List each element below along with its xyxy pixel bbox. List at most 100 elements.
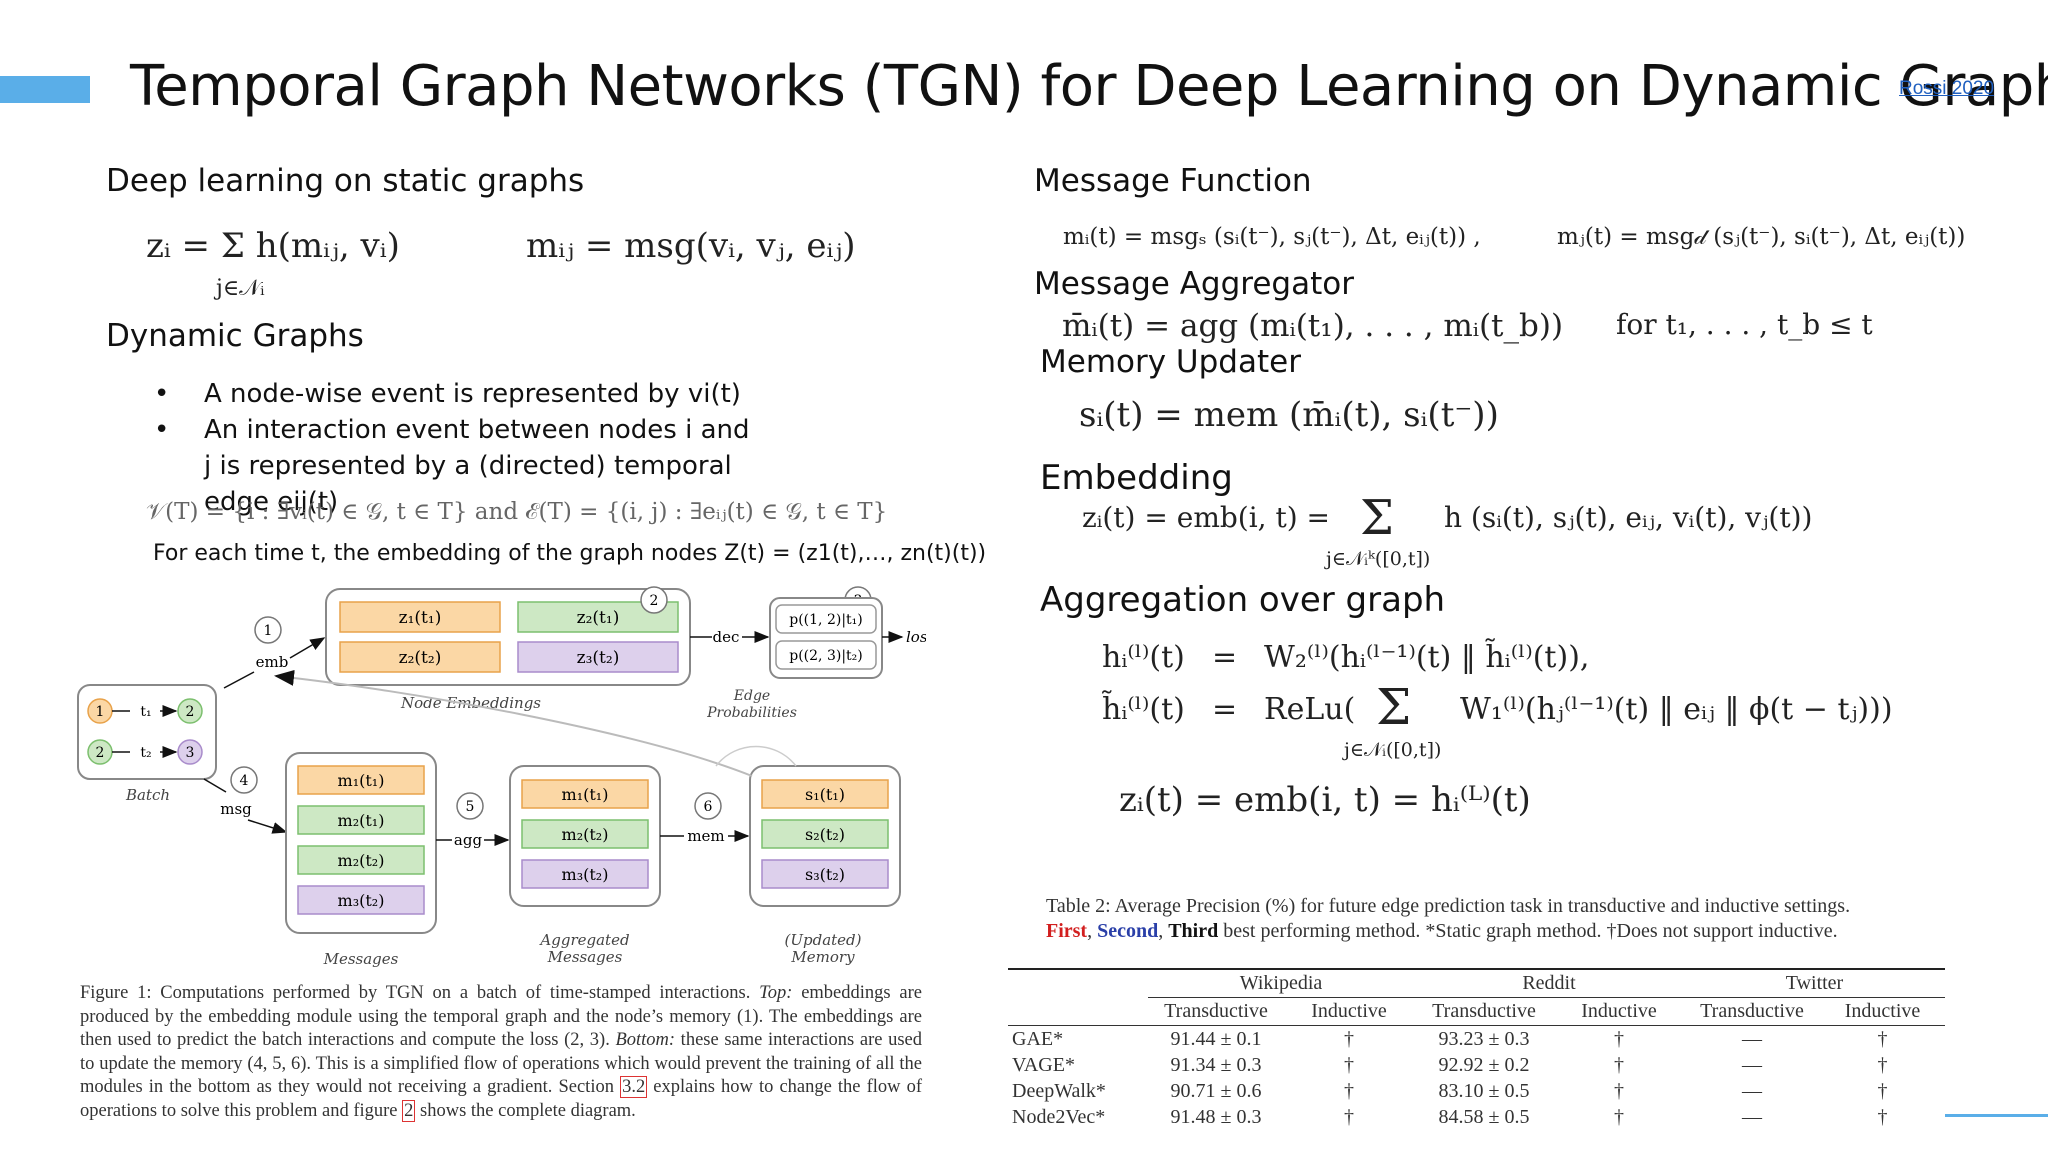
value-cell: — bbox=[1742, 1053, 1762, 1076]
table-row: VAGE*91.34 ± 0.3†92.92 ± 0.2†—† bbox=[1008, 1052, 1945, 1078]
embedding-label: z₂(t₁) bbox=[577, 608, 620, 628]
memory-updater-heading: Memory Updater bbox=[1040, 344, 1301, 380]
second-legend: Second bbox=[1097, 920, 1159, 942]
aggregated-label: m₁(t₁) bbox=[562, 785, 609, 804]
embedding-label: z₃(t₂) bbox=[577, 648, 620, 668]
value-cell: † bbox=[1877, 1105, 1888, 1128]
message-label: m₂(t₂) bbox=[338, 851, 385, 870]
static-equation-node: zᵢ = Σ h(mᵢⱼ, vᵢ) bbox=[146, 226, 400, 266]
value-cell: † bbox=[1877, 1053, 1888, 1076]
method-cell: GAE* bbox=[1012, 1027, 1064, 1050]
loss-label: loss bbox=[906, 628, 926, 646]
group-header: Wikipedia bbox=[1148, 968, 1414, 998]
figure-ref-link[interactable]: 2 bbox=[402, 1099, 416, 1122]
embedding-cell bbox=[339, 641, 501, 673]
section-ref-link[interactable]: 3.2 bbox=[620, 1076, 648, 1098]
svg-text:1: 1 bbox=[264, 623, 273, 639]
batch-edge-label: t₂ bbox=[140, 745, 151, 761]
svg-text:2: 2 bbox=[186, 704, 195, 720]
temporal-sets-equation: 𝒱(T) = {i : ∃vᵢ(t) ∈ 𝒢, t ∈ T} and ℰ(T) … bbox=[146, 499, 888, 525]
message-equation-destination: mⱼ(t) = msg𝒹 (sⱼ(t⁻), sᵢ(t⁻), Δt, eᵢⱼ(t)… bbox=[1557, 224, 1966, 250]
gat-equation-2-rhs: W₁⁽ˡ⁾(hⱼ⁽ˡ⁻¹⁾(t) ‖ eᵢⱼ ‖ ϕ(t − tⱼ))) bbox=[1460, 692, 1893, 727]
memory-label: s₃(t₂) bbox=[805, 865, 845, 884]
svg-text:2: 2 bbox=[650, 593, 659, 609]
caption-bottom-text: these same interactions are used to upda… bbox=[80, 1030, 922, 1097]
aggregator-condition: for t₁, . . . , t_b ≤ t bbox=[1616, 308, 1873, 341]
table-row: DeepWalk*90.71 ± 0.6†83.10 ± 0.5†—† bbox=[1008, 1078, 1945, 1104]
table-row: Node2Vec*91.48 ± 0.3†84.58 ± 0.5†—† bbox=[1008, 1104, 1945, 1130]
message-label: m₃(t₂) bbox=[338, 891, 385, 910]
svg-text:4: 4 bbox=[240, 773, 249, 789]
batch-node: 1 bbox=[87, 698, 113, 724]
static-equation-message: mᵢⱼ = msg(vᵢ, vⱼ, eᵢⱼ) bbox=[526, 226, 856, 266]
citation-link[interactable]: Rossi 2020 bbox=[1899, 78, 1995, 99]
aggregator-equation: m̄ᵢ(t) = agg (mᵢ(t₁), . . . , mᵢ(t_b)) bbox=[1062, 308, 1564, 344]
mem-label: mem bbox=[687, 827, 724, 845]
value-cell: 91.44 ± 0.1 bbox=[1170, 1027, 1262, 1050]
message-label: m₁(t₁) bbox=[338, 771, 385, 790]
final-embedding-equation: zᵢ(t) = emb(i, t) = hᵢ⁽ᴸ⁾(t) bbox=[1119, 780, 1531, 820]
value-cell: † bbox=[1877, 1027, 1888, 1050]
value-cell: — bbox=[1742, 1027, 1762, 1050]
value-cell: 84.58 ± 0.5 bbox=[1438, 1105, 1530, 1128]
batch-edge-label: t₁ bbox=[140, 704, 151, 720]
gat-equation-2-equals: = bbox=[1212, 692, 1238, 727]
column-header: Inductive bbox=[1554, 997, 1684, 1026]
gat-equation-1-lhs: hᵢ⁽ˡ⁾(t) bbox=[1102, 640, 1185, 675]
value-cell: † bbox=[1344, 1079, 1354, 1102]
column-header: Inductive bbox=[1820, 997, 1945, 1026]
table-caption-legend-text: best performing method. *Static graph me… bbox=[1218, 920, 1838, 942]
gat-sum-subscript: j∈𝒩ᵢ([0,t]) bbox=[1344, 739, 1442, 761]
column-header: Transductive bbox=[1684, 997, 1820, 1026]
static-equation-node-subscript: j∈𝒩ᵢ bbox=[216, 276, 265, 301]
third-legend: Third bbox=[1168, 920, 1219, 942]
embedding-sum-symbol: Σ bbox=[1360, 490, 1394, 546]
step-1-marker: 1 bbox=[254, 616, 282, 644]
value-cell: † bbox=[1614, 1027, 1624, 1050]
svg-text:1: 1 bbox=[96, 704, 105, 720]
memory-label: s₁(t₁) bbox=[805, 785, 845, 804]
method-cell: VAGE* bbox=[1012, 1053, 1075, 1076]
value-cell: † bbox=[1614, 1079, 1624, 1102]
message-equation-source: mᵢ(t) = msgₛ (sᵢ(t⁻), sⱼ(t⁻), Δt, eᵢⱼ(t)… bbox=[1063, 224, 1481, 250]
value-cell: — bbox=[1742, 1105, 1762, 1128]
embedding-equation-rhs: h (sᵢ(t), sⱼ(t), eᵢⱼ, vᵢ(t), vⱼ(t)) bbox=[1444, 501, 1813, 534]
column-header: Inductive bbox=[1284, 997, 1414, 1026]
slide-title: Temporal Graph Networks (TGN) for Deep L… bbox=[130, 54, 2048, 119]
svg-text:2: 2 bbox=[96, 745, 105, 761]
gat-equation-2-relu: ReLu( bbox=[1264, 692, 1356, 727]
gat-equation-1-rhs: W₂⁽ˡ⁾(hᵢ⁽ˡ⁻¹⁾(t) ‖ h̃ᵢ⁽ˡ⁾(t)), bbox=[1264, 640, 1590, 675]
step-5-marker: 5 bbox=[456, 792, 484, 820]
step-6-marker: 6 bbox=[694, 792, 722, 820]
value-cell: 83.10 ± 0.5 bbox=[1438, 1079, 1530, 1102]
table-caption: Table 2: Average Precision (%) for futur… bbox=[1046, 894, 1946, 944]
method-cell: Node2Vec* bbox=[1012, 1105, 1106, 1128]
value-cell: — bbox=[1742, 1079, 1762, 1102]
caption-end-text: shows the complete diagram. bbox=[420, 1100, 636, 1121]
group-header: Twitter bbox=[1684, 968, 1945, 998]
value-cell: † bbox=[1614, 1105, 1624, 1128]
table-caption-line-1: Table 2: Average Precision (%) for futur… bbox=[1046, 895, 1851, 917]
accent-bar bbox=[0, 76, 90, 103]
value-cell: 91.34 ± 0.3 bbox=[1170, 1053, 1262, 1076]
embedding-label: z₁(t₁) bbox=[399, 608, 442, 628]
step-4-marker: 4 bbox=[230, 766, 258, 794]
caption-top-label: Top: bbox=[759, 983, 793, 1003]
embedding-label: z₂(t₂) bbox=[399, 648, 442, 668]
probability-label: p((1, 2)|t₁) bbox=[789, 612, 862, 628]
caption-mid-text: explains how to change the flow of opera… bbox=[80, 1077, 923, 1121]
decorative-line bbox=[1945, 1114, 2048, 1117]
column-header: Transductive bbox=[1414, 997, 1554, 1026]
aggregated-label: m₂(t₂) bbox=[562, 825, 609, 844]
agg-label: agg bbox=[454, 831, 483, 849]
batch-node: 2 bbox=[87, 739, 113, 765]
svg-text:3: 3 bbox=[186, 745, 195, 761]
msg-label: msg bbox=[220, 800, 252, 818]
value-cell: † bbox=[1344, 1027, 1354, 1050]
svg-text:5: 5 bbox=[466, 799, 475, 815]
memory-label: s₂(t₂) bbox=[805, 825, 845, 844]
table-corner bbox=[1008, 968, 1148, 998]
embedding-heading: Embedding bbox=[1040, 458, 1233, 498]
caption-bottom-label: Bottom: bbox=[615, 1030, 676, 1050]
dynamic-graphs-bullets: A node-wise event is represented by vi(t… bbox=[150, 376, 764, 520]
